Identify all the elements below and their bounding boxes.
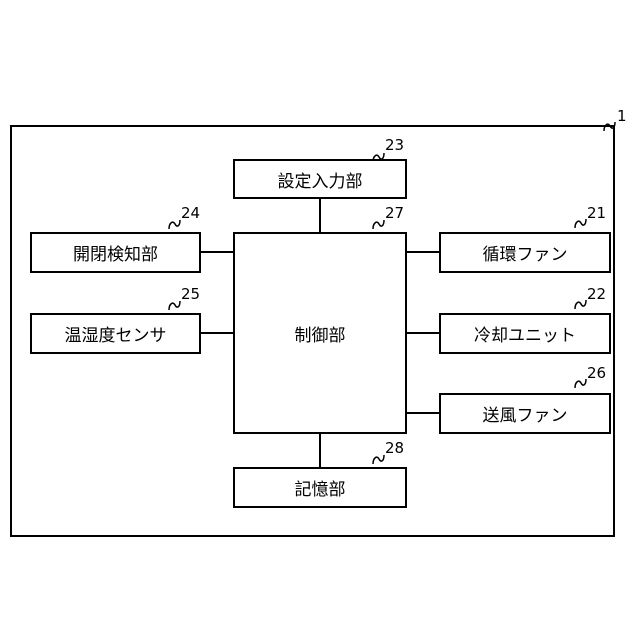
temp-humidity-sensor-label: 温湿度センサ xyxy=(65,321,167,346)
door-detector-label: 開閉検知部 xyxy=(73,240,158,265)
ref-control: 27 xyxy=(385,206,404,221)
ref-outer: 1 xyxy=(617,109,627,124)
leader-24 xyxy=(169,220,180,229)
leader-28 xyxy=(373,455,384,464)
setting-input-label: 設定入力部 xyxy=(278,167,363,192)
control-label: 制御部 xyxy=(295,321,346,346)
leader-25 xyxy=(169,301,180,310)
door-detector-block: 開閉検知部 xyxy=(30,232,201,273)
temp-humidity-sensor-block: 温湿度センサ xyxy=(30,313,201,354)
setting-input-block: 設定入力部 xyxy=(233,159,407,199)
ref-storage: 28 xyxy=(385,441,404,456)
circulation-fan-label: 循環ファン xyxy=(483,240,568,265)
leader-27 xyxy=(373,220,384,229)
cooling-unit-block: 冷却ユニット xyxy=(439,313,611,354)
leader-26 xyxy=(575,379,586,388)
circulation-fan-block: 循環ファン xyxy=(439,232,611,273)
ref-door-detector: 24 xyxy=(181,206,200,221)
ref-setting-input: 23 xyxy=(385,138,404,153)
storage-block: 記憶部 xyxy=(233,467,407,508)
cooling-unit-label: 冷却ユニット xyxy=(474,321,576,346)
leader-22 xyxy=(575,300,586,309)
blower-fan-label: 送風ファン xyxy=(483,401,568,426)
ref-blower-fan: 26 xyxy=(587,366,606,381)
blower-fan-block: 送風ファン xyxy=(439,393,611,434)
control-block: 制御部 xyxy=(233,232,407,434)
storage-label: 記憶部 xyxy=(295,475,346,500)
leader-21 xyxy=(575,219,586,228)
ref-circulation-fan: 21 xyxy=(587,206,606,221)
ref-temp-humidity-sensor: 25 xyxy=(181,287,200,302)
ref-cooling-unit: 22 xyxy=(587,287,606,302)
